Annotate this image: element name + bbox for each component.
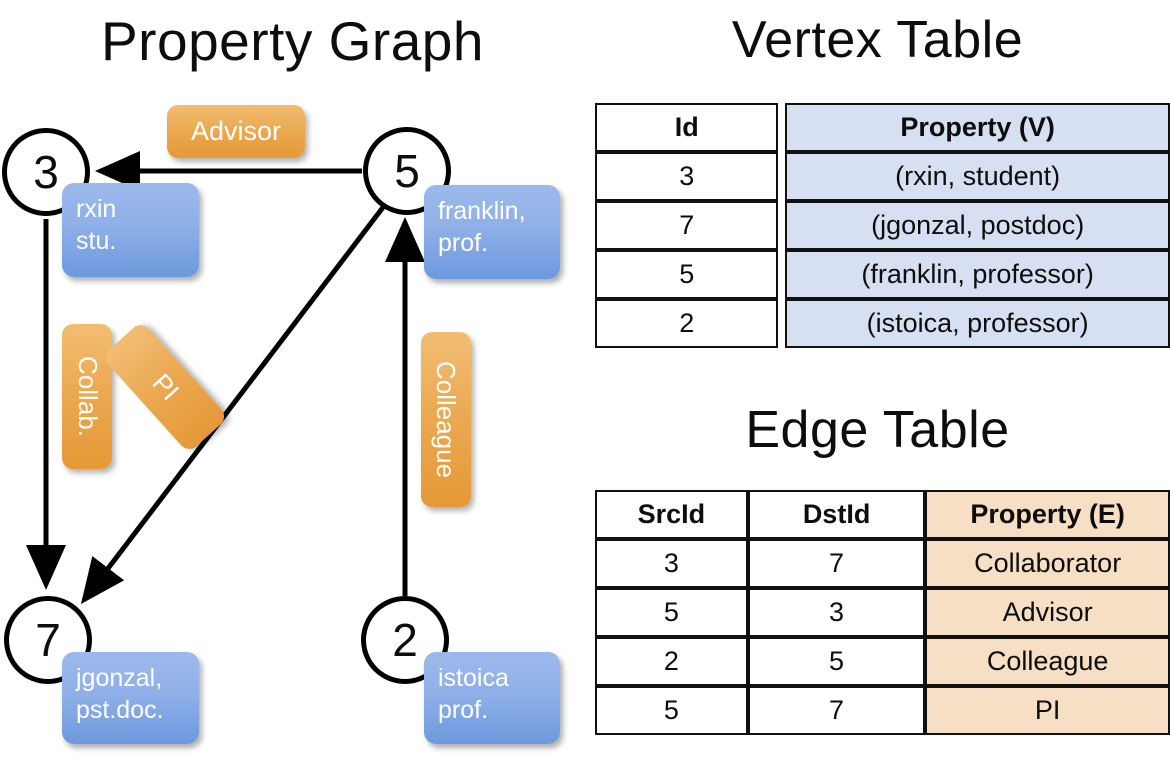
vertex-cell-property: (jgonzal, postdoc)	[785, 201, 1170, 250]
vertex-property-line-2: pst.doc.	[76, 696, 164, 724]
page-title-vertex-table: Vertex Table	[731, 11, 1024, 69]
table-row[interactable]: 3 (rxin, student)	[595, 152, 1170, 201]
edge-table-header-dstid: DstId	[747, 490, 926, 539]
edge-cell-srcid: 5	[595, 588, 748, 637]
graph-edge-arrows	[26, 151, 425, 604]
edge-arrow-5-to-7	[80, 204, 386, 604]
vertex-cell-property: (rxin, student)	[785, 152, 1170, 201]
property-graph-diagram: 3 5 7 2 rxin stu. franklin, prof. jgonza…	[2, 105, 560, 744]
vertex-cell-property: (istoica, professor)	[785, 299, 1170, 348]
graph-node-2-label: 2	[392, 614, 418, 666]
vertex-cell-id: 3	[595, 152, 779, 201]
edge-label-text: Colleague	[431, 360, 462, 479]
page-title-edge-table: Edge Table	[745, 401, 1010, 459]
vertex-cell-id: 2	[595, 299, 779, 348]
vertex-table-header-id: Id	[595, 103, 779, 152]
table-row[interactable]: 5 3 Advisor	[595, 588, 1170, 637]
vertex-property-line-2: prof.	[438, 696, 489, 724]
graph-node-5-label: 5	[394, 145, 420, 197]
edge-label-text: PI	[145, 367, 185, 406]
graph-node-5[interactable]: 5	[363, 127, 451, 215]
table-column-gap	[778, 299, 785, 348]
edge-label-box-advisor[interactable]: Advisor	[167, 105, 305, 158]
edge-label-text: Advisor	[190, 116, 282, 146]
table-row[interactable]: 2 (istoica, professor)	[595, 299, 1170, 348]
edge-cell-dstid: 3	[747, 588, 926, 637]
vertex-table-header-row: Id Property (V)	[595, 103, 1170, 152]
graph-node-7-label: 7	[35, 614, 61, 666]
vertex-table: Id Property (V) 3 (rxin, student) 7 (jgo…	[595, 103, 1170, 348]
table-row[interactable]: 2 5 Colleague	[595, 637, 1170, 686]
vertex-property-box-istoica[interactable]: istoica prof.	[424, 652, 560, 744]
table-column-gap	[778, 152, 785, 201]
vertex-property-line-2: prof.	[438, 229, 489, 257]
edge-cell-dstid: 5	[747, 637, 926, 686]
table-column-gap	[778, 103, 785, 152]
vertex-table-header-property: Property (V)	[785, 103, 1170, 152]
table-column-gap	[778, 201, 785, 250]
graph-node-2[interactable]: 2	[361, 596, 449, 684]
vertex-property-line-2: stu.	[76, 227, 117, 255]
vertex-cell-property: (franklin, professor)	[785, 250, 1170, 299]
vertex-property-box-franklin[interactable]: franklin, prof.	[424, 185, 560, 279]
table-row[interactable]: 3 7 Collaborator	[595, 539, 1170, 588]
edge-cell-property: Colleague	[925, 637, 1170, 686]
vertex-property-line-1: rxin	[76, 195, 117, 223]
table-row[interactable]: 7 (jgonzal, postdoc)	[595, 201, 1170, 250]
edge-cell-srcid: 5	[595, 686, 748, 735]
vertex-property-line-1: jgonzal,	[76, 664, 163, 692]
vertex-cell-id: 7	[595, 201, 779, 250]
graph-node-3-label: 3	[33, 146, 59, 198]
edge-table-header-property: Property (E)	[925, 490, 1170, 539]
edge-table: SrcId DstId Property (E) 3 7 Collaborato…	[595, 490, 1170, 735]
table-row[interactable]: 5 7 PI	[595, 686, 1170, 735]
vertex-property-box-jgonzal[interactable]: jgonzal, pst.doc.	[62, 652, 199, 744]
table-column-gap	[778, 250, 785, 299]
edge-cell-property: Collaborator	[925, 539, 1170, 588]
edge-cell-property: PI	[925, 686, 1170, 735]
edge-table-header-srcid: SrcId	[595, 490, 748, 539]
vertex-property-line-1: istoica	[438, 664, 509, 692]
table-row[interactable]: 5 (franklin, professor)	[595, 250, 1170, 299]
vertex-cell-id: 5	[595, 250, 779, 299]
edge-cell-property: Advisor	[925, 588, 1170, 637]
edge-cell-srcid: 3	[595, 539, 748, 588]
edge-table-header-row: SrcId DstId Property (E)	[595, 490, 1170, 539]
page-title-property-graph: Property Graph	[100, 10, 484, 72]
edge-cell-dstid: 7	[747, 539, 926, 588]
edge-cell-dstid: 7	[747, 686, 926, 735]
edge-label-box-collab[interactable]: Collab.	[62, 324, 112, 469]
vertex-property-line-1: franklin,	[438, 197, 526, 225]
edge-cell-srcid: 2	[595, 637, 748, 686]
vertex-property-box-rxin[interactable]: rxin stu.	[62, 183, 199, 277]
edge-label-box-colleague[interactable]: Colleague	[421, 332, 471, 507]
edge-label-text: Collab.	[72, 356, 103, 437]
